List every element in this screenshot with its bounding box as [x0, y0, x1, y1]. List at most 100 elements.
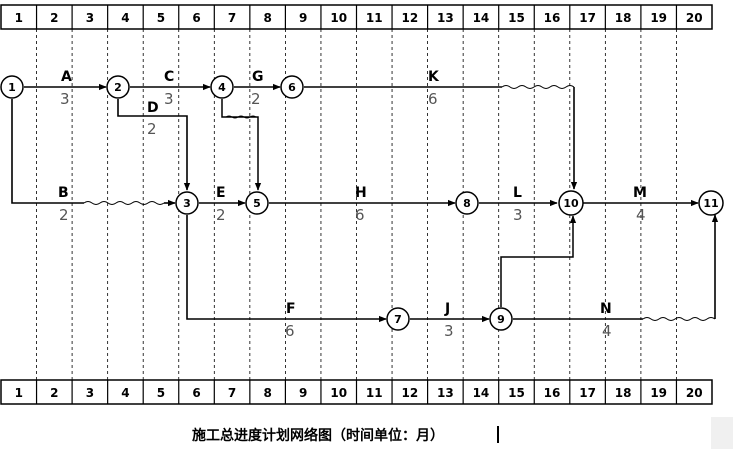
- dummy-4-5: [221, 99, 262, 191]
- label-k: K: [428, 69, 440, 85]
- timescale-top-tick: 15: [508, 11, 525, 25]
- dummy-9-10: [500, 215, 577, 307]
- event-nodes: 1 2 3 4 5 6 7 8 9 10 11: [0, 75, 724, 331]
- timescale-bottom-tick: 1: [15, 386, 23, 400]
- node-3: 3: [175, 191, 199, 215]
- node-2: 2: [106, 75, 130, 99]
- label-g: G: [252, 69, 264, 85]
- label-m: M: [633, 185, 647, 201]
- node-5: 5: [245, 191, 269, 215]
- timescale-bottom-tick: 15: [508, 386, 525, 400]
- timescale-top-tick: 12: [401, 11, 418, 25]
- node-1-label: 1: [8, 81, 16, 94]
- duration-d: 2: [147, 120, 157, 138]
- timescale-top-tick: 19: [650, 11, 667, 25]
- activity-labels: A 3 B 2 C 3 D 2 E 2 F 6 G 2 H 6 J 3 K 6 …: [58, 69, 647, 340]
- arrow-tails: [164, 87, 719, 319]
- timescale-top-tick: 9: [299, 11, 307, 25]
- duration-k: 6: [428, 90, 438, 108]
- timescale-bottom-tick: 19: [650, 386, 667, 400]
- timescale-top-tick: 2: [50, 11, 58, 25]
- float-wave-b: [83, 201, 165, 205]
- duration-m: 4: [636, 206, 646, 224]
- node-8-label: 8: [463, 197, 471, 210]
- duration-c: 3: [164, 90, 174, 108]
- node-11: 11: [698, 190, 724, 216]
- activity-arrows: [11, 83, 699, 323]
- timescale-top-tick: 17: [579, 11, 596, 25]
- node-6-label: 6: [288, 81, 296, 94]
- node-1: 1: [0, 75, 24, 99]
- timescale-bottom-tick: 16: [544, 386, 561, 400]
- float-wave-n: [642, 317, 716, 321]
- node-7-label: 7: [394, 313, 402, 326]
- label-c: C: [164, 69, 174, 85]
- node-3-label: 3: [183, 197, 191, 210]
- label-l: L: [513, 185, 522, 201]
- node-4: 4: [210, 75, 234, 99]
- text-cursor: [497, 426, 499, 443]
- node-7: 7: [386, 307, 410, 331]
- node-6: 6: [280, 75, 304, 99]
- timescale-bottom-tick: 12: [401, 386, 418, 400]
- timescale-bottom-tick: 3: [86, 386, 94, 400]
- timescale-bottom-tick: 6: [192, 386, 200, 400]
- label-h: H: [355, 185, 367, 201]
- timescale-bottom-tick: 17: [579, 386, 596, 400]
- timescale-top-tick: 13: [437, 11, 454, 25]
- timescale-bottom-tick: 5: [157, 386, 165, 400]
- duration-b: 2: [59, 206, 69, 224]
- float-wave-dummy: [225, 115, 257, 119]
- corner-box: [711, 417, 733, 449]
- node-10-label: 10: [563, 197, 579, 210]
- node-11-label: 11: [703, 197, 718, 210]
- timescale-bottom-tick: 18: [615, 386, 632, 400]
- duration-a: 3: [60, 90, 70, 108]
- timescale-top-tick: 18: [615, 11, 632, 25]
- float-waves: [83, 85, 716, 321]
- timescale-top-tick: 6: [192, 11, 200, 25]
- node-9-label: 9: [497, 313, 505, 326]
- label-j: J: [444, 301, 450, 317]
- timescale-bottom-tick: 9: [299, 386, 307, 400]
- timescale-top-tick: 16: [544, 11, 561, 25]
- timescale-top-tick: 3: [86, 11, 94, 25]
- dummy-arrows: [221, 99, 577, 307]
- timescale-top-tick: 4: [121, 11, 129, 25]
- node-8: 8: [455, 191, 479, 215]
- timescale-bottom-tick: 14: [473, 386, 490, 400]
- label-n: N: [600, 301, 612, 317]
- diagram-caption: 施工总进度计划网络图（时间单位：月）: [192, 428, 444, 444]
- timescale-top-tick: 11: [366, 11, 383, 25]
- timescale-top-tick: 7: [228, 11, 236, 25]
- duration-j: 3: [444, 322, 454, 340]
- label-a: A: [61, 69, 72, 85]
- timescale-top-tick: 14: [473, 11, 490, 25]
- duration-n: 4: [602, 322, 612, 340]
- timescale-top-tick: 8: [263, 11, 271, 25]
- node-9: 9: [489, 307, 513, 331]
- arrow-b: [11, 99, 84, 204]
- duration-f: 6: [285, 322, 295, 340]
- node-2-label: 2: [114, 81, 122, 94]
- timescale-bottom-tick: 11: [366, 386, 383, 400]
- duration-h: 6: [355, 206, 365, 224]
- duration-e: 2: [216, 206, 226, 224]
- timescale-bottom-tick: 4: [121, 386, 129, 400]
- node-5-label: 5: [253, 197, 261, 210]
- timescale-bottom-tick: 2: [50, 386, 58, 400]
- label-e: E: [216, 185, 226, 201]
- timescale-top-tick: 5: [157, 11, 165, 25]
- duration-g: 2: [251, 90, 261, 108]
- timescale-bottom-tick: 20: [686, 386, 703, 400]
- label-b: B: [58, 185, 69, 201]
- timescale-bottom-tick: 10: [330, 386, 347, 400]
- label-d: D: [147, 100, 159, 116]
- arrow-f: [186, 215, 387, 323]
- timescale-top-tick: 20: [686, 11, 703, 25]
- duration-l: 3: [513, 206, 523, 224]
- timescale-top-tick: 10: [330, 11, 347, 25]
